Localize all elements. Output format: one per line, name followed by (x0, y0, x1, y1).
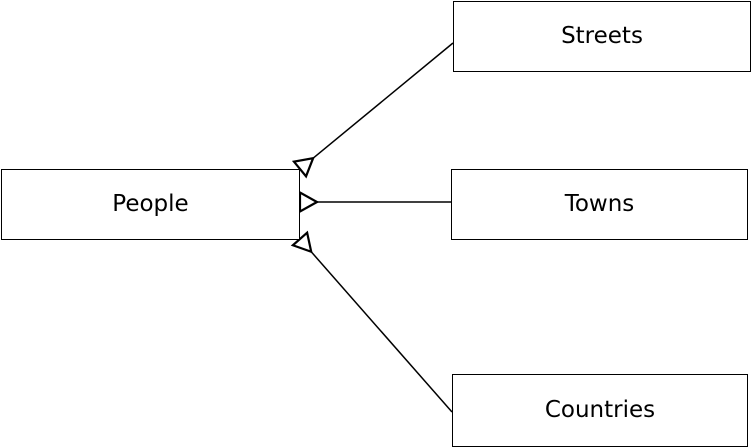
edge-line (312, 42, 454, 159)
node-people: People (1, 169, 300, 240)
node-towns: Towns (451, 169, 748, 240)
node-towns-label: Towns (564, 191, 635, 217)
edge-people-streets (291, 42, 454, 179)
node-streets: Streets (453, 1, 751, 72)
hollow-triangle-arrowhead (291, 156, 315, 179)
node-countries-label: Countries (544, 397, 656, 423)
node-people-label: People (112, 191, 189, 217)
hollow-triangle-arrowhead (298, 190, 320, 214)
node-countries: Countries (452, 374, 748, 447)
hollow-triangle-arrowhead (290, 230, 313, 254)
node-streets-label: Streets (561, 23, 643, 49)
edge-people-towns (298, 190, 451, 214)
edge-people-countries (290, 230, 453, 413)
edge-line (310, 251, 453, 413)
